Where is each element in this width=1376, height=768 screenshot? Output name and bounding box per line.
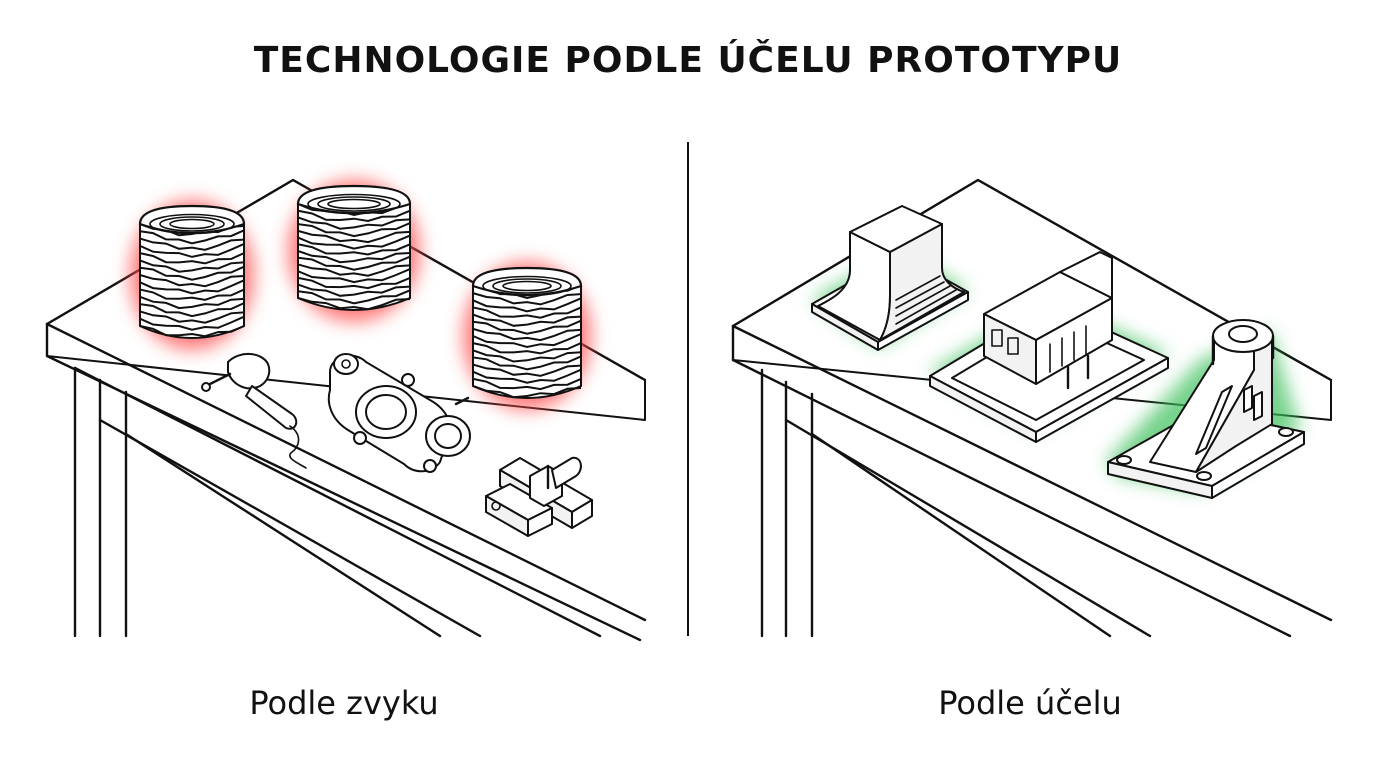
cross-bracket-icon <box>486 458 592 536</box>
caption-habit: Podle zvyku <box>94 684 594 722</box>
layered-stack-3 <box>473 268 581 398</box>
caption-purpose: Podle účelu <box>780 684 1280 722</box>
layered-stack-1 <box>140 206 244 338</box>
layered-stack-2 <box>298 186 410 310</box>
